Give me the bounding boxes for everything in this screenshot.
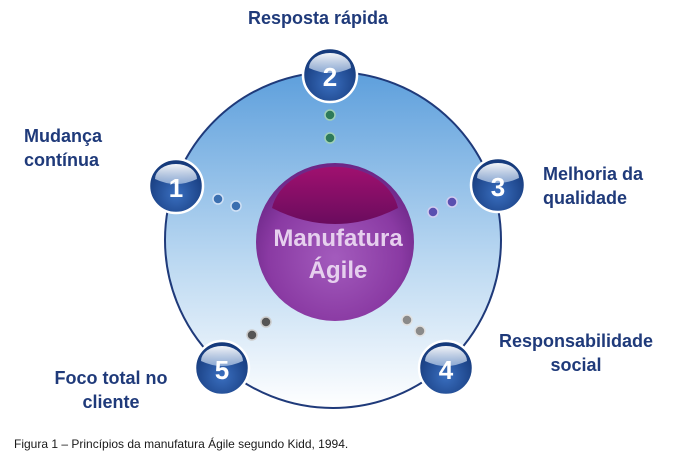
center-title-line1: Manufatura: [273, 225, 403, 252]
label-line: social: [550, 355, 602, 375]
connector-dot: [446, 196, 458, 208]
connector-dot: [212, 193, 224, 205]
node-number: 3: [491, 172, 505, 202]
node-gloss: [155, 164, 197, 184]
node-4: 4: [417, 339, 475, 397]
connector-dot: [324, 132, 336, 144]
node-number: 2: [323, 62, 337, 92]
label-line: qualidade: [543, 188, 628, 208]
label-line: Resposta rápida: [248, 8, 389, 28]
connector-dot: [260, 316, 272, 328]
label-line: Responsabilidade: [498, 331, 654, 351]
label-line: Melhoria da: [543, 164, 644, 184]
node-1: 1: [147, 157, 205, 215]
label-line: Mudança: [24, 126, 103, 146]
label-line: cliente: [82, 392, 140, 412]
connector-dots-1: [212, 193, 242, 212]
figure-caption: Figura 1 – Princípios da manufatura Ágil…: [14, 437, 349, 451]
connector-dot: [246, 329, 258, 341]
node-3: 3: [469, 156, 527, 214]
connector-dot: [401, 314, 413, 326]
label-principle-3: Melhoria da qualidade: [543, 162, 643, 210]
connector-dots-5: [246, 316, 272, 341]
connector-dots-3: [427, 196, 458, 218]
node-number: 5: [215, 355, 229, 385]
label-line: contínua: [24, 150, 99, 170]
node-gloss: [477, 163, 519, 183]
label-principle-2: Resposta rápida: [248, 6, 388, 30]
center-title-line2: Ágile: [309, 256, 368, 284]
label-principle-4: Responsabilidade social: [488, 329, 664, 377]
node-number: 1: [169, 173, 183, 203]
center-gloss: [272, 166, 398, 224]
node-number: 4: [439, 355, 454, 385]
node-2: 2: [301, 46, 359, 104]
label-line: Foco total no: [54, 368, 168, 388]
label-principle-5: Foco total no cliente: [40, 366, 182, 414]
connector-dot: [414, 325, 426, 337]
connector-dots-4: [401, 314, 426, 337]
node-gloss: [309, 53, 351, 73]
connector-dot: [324, 109, 336, 121]
node-5: 5: [193, 339, 251, 397]
connector-dot: [427, 206, 439, 218]
node-gloss: [425, 346, 467, 366]
label-principle-1: Mudança contínua: [24, 124, 102, 172]
connector-dot: [230, 200, 242, 212]
node-gloss: [201, 346, 243, 366]
connector-dots-2: [324, 109, 336, 144]
